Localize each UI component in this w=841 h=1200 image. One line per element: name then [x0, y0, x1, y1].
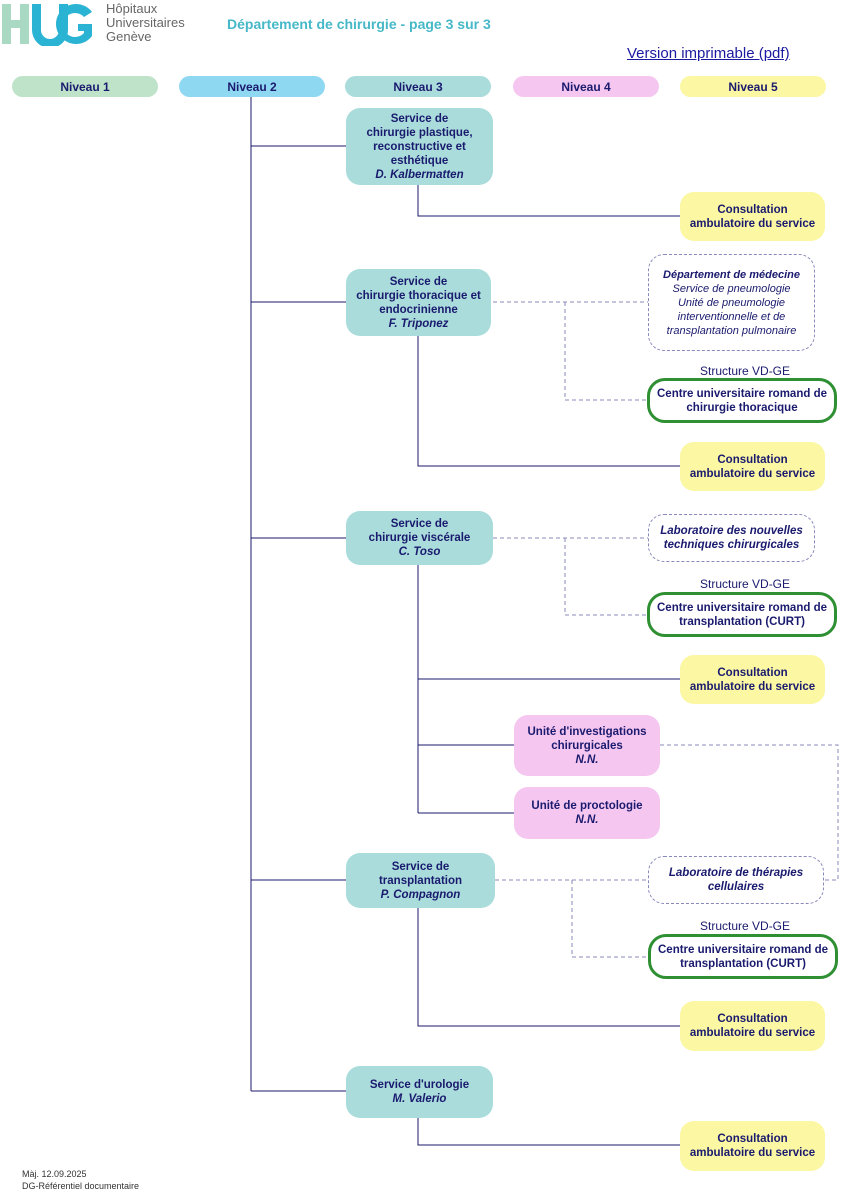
- service-name-line: endocrinienne: [379, 303, 458, 316]
- dash-transplantation-curt: [571, 880, 648, 958]
- service-viscerale[interactable]: Service de chirurgie viscérale C. Toso: [346, 511, 493, 565]
- unit-name-line: Unité d'investigations: [527, 725, 647, 738]
- structure-label: Structure VD-GE: [700, 577, 791, 591]
- centre-curt-transplantation[interactable]: Centre universitaire romand de transplan…: [648, 934, 838, 979]
- footer-update-date: Màj. 12.09.2025: [22, 1169, 87, 1179]
- level-3-header: Niveau 3: [345, 76, 491, 97]
- external-line: Unité de pneumologie: [677, 296, 786, 309]
- unit-name-line: chirurgicales: [551, 739, 623, 752]
- external-line: interventionnelle et de: [677, 310, 786, 323]
- logo-line: Genève: [106, 29, 152, 44]
- logo-line: Universitaires: [106, 15, 185, 30]
- service-name-line: chirurgie plastique,: [366, 126, 473, 139]
- consultation-plastique[interactable]: Consultation ambulatoire du service: [680, 192, 825, 241]
- external-line: Service de pneumologie: [672, 282, 791, 295]
- labo-nouvelles-techniques[interactable]: Laboratoire des nouvelles techniques chi…: [648, 514, 815, 562]
- service-manager: C. Toso: [398, 546, 441, 558]
- unit-manager: N.N.: [575, 814, 599, 826]
- logo-line: Hôpitaux: [106, 1, 158, 16]
- service-manager: P. Compagnon: [380, 888, 461, 901]
- consultation-thoracique[interactable]: Consultation ambulatoire du service: [680, 442, 825, 491]
- service-name-line: transplantation: [378, 874, 463, 887]
- labo-therapies-cellulaires[interactable]: Laboratoire de thérapies cellulaires: [648, 856, 824, 904]
- dash-thoracique-centre: [564, 302, 647, 401]
- level-5-header: Niveau 5: [680, 76, 826, 97]
- centre-curt-viscerale[interactable]: Centre universitaire romand de transplan…: [647, 592, 837, 637]
- service-manager: F. Triponez: [388, 317, 449, 330]
- dash-viscerale-curt: [564, 538, 647, 616]
- service-thoracique[interactable]: Service de chirurgie thoracique et endoc…: [346, 269, 491, 336]
- level-2-header: Niveau 2: [179, 76, 325, 97]
- service-name-line: Service de: [390, 518, 449, 530]
- consultation-urologie[interactable]: Consultation ambulatoire du service: [680, 1121, 825, 1171]
- link-thoracique-consult: [417, 336, 680, 467]
- service-transplantation[interactable]: Service de transplantation P. Compagnon: [346, 853, 495, 908]
- unite-proctologie[interactable]: Unité de proctologie N.N.: [514, 787, 660, 839]
- service-manager: M. Valerio: [392, 1093, 447, 1105]
- link-urologie-consult: [417, 1118, 680, 1146]
- hug-logo: [2, 4, 92, 46]
- service-name-line: reconstructive et: [373, 140, 466, 153]
- service-name-line: Service de: [389, 275, 448, 288]
- unite-investigations[interactable]: Unité d'investigations chirurgicales N.N…: [514, 715, 660, 776]
- level-1-header: Niveau 1: [12, 76, 158, 97]
- consultation-viscerale[interactable]: Consultation ambulatoire du service: [680, 655, 825, 704]
- service-name-line: Service d'urologie: [369, 1079, 470, 1091]
- centre-chirurgie-thoracique[interactable]: Centre universitaire romand de chirurgie…: [647, 378, 837, 423]
- service-name-line: Service de: [391, 860, 450, 873]
- page-title: Département de chirurgie - page 3 sur 3: [227, 16, 491, 32]
- unit-manager: N.N.: [575, 753, 599, 766]
- departement-medecine-box[interactable]: Département de médecine Service de pneum…: [648, 254, 815, 351]
- level-4-header: Niveau 4: [513, 76, 659, 97]
- structure-label: Structure VD-GE: [700, 364, 791, 378]
- consultation-transplantation[interactable]: Consultation ambulatoire du service: [680, 1001, 825, 1051]
- dash-investigations-therapies: [660, 744, 839, 881]
- service-manager: D. Kalbermatten: [375, 168, 464, 181]
- unit-name-line: Unité de proctologie: [531, 800, 643, 812]
- service-urologie[interactable]: Service d'urologie M. Valerio: [346, 1066, 493, 1118]
- link-transplantation-consult: [417, 908, 680, 1027]
- service-name-line: esthétique: [390, 154, 449, 167]
- external-heading: Département de médecine: [663, 268, 800, 281]
- service-plastique[interactable]: Service de chirurgie plastique, reconstr…: [346, 108, 493, 185]
- external-line: transplantation pulmonaire: [666, 324, 797, 337]
- service-name-line: Service de: [390, 112, 449, 125]
- footer-source: DG-Référentiel documentaire: [22, 1181, 140, 1191]
- service-name-line: chirurgie thoracique et: [356, 289, 481, 302]
- logo-text: Hôpitaux Universitaires Genève: [106, 2, 185, 44]
- service-name-line: chirurgie viscérale: [368, 532, 471, 544]
- pdf-link[interactable]: Version imprimable (pdf): [627, 45, 790, 62]
- link-plastique-consult: [417, 185, 680, 217]
- structure-label: Structure VD-GE: [700, 919, 791, 933]
